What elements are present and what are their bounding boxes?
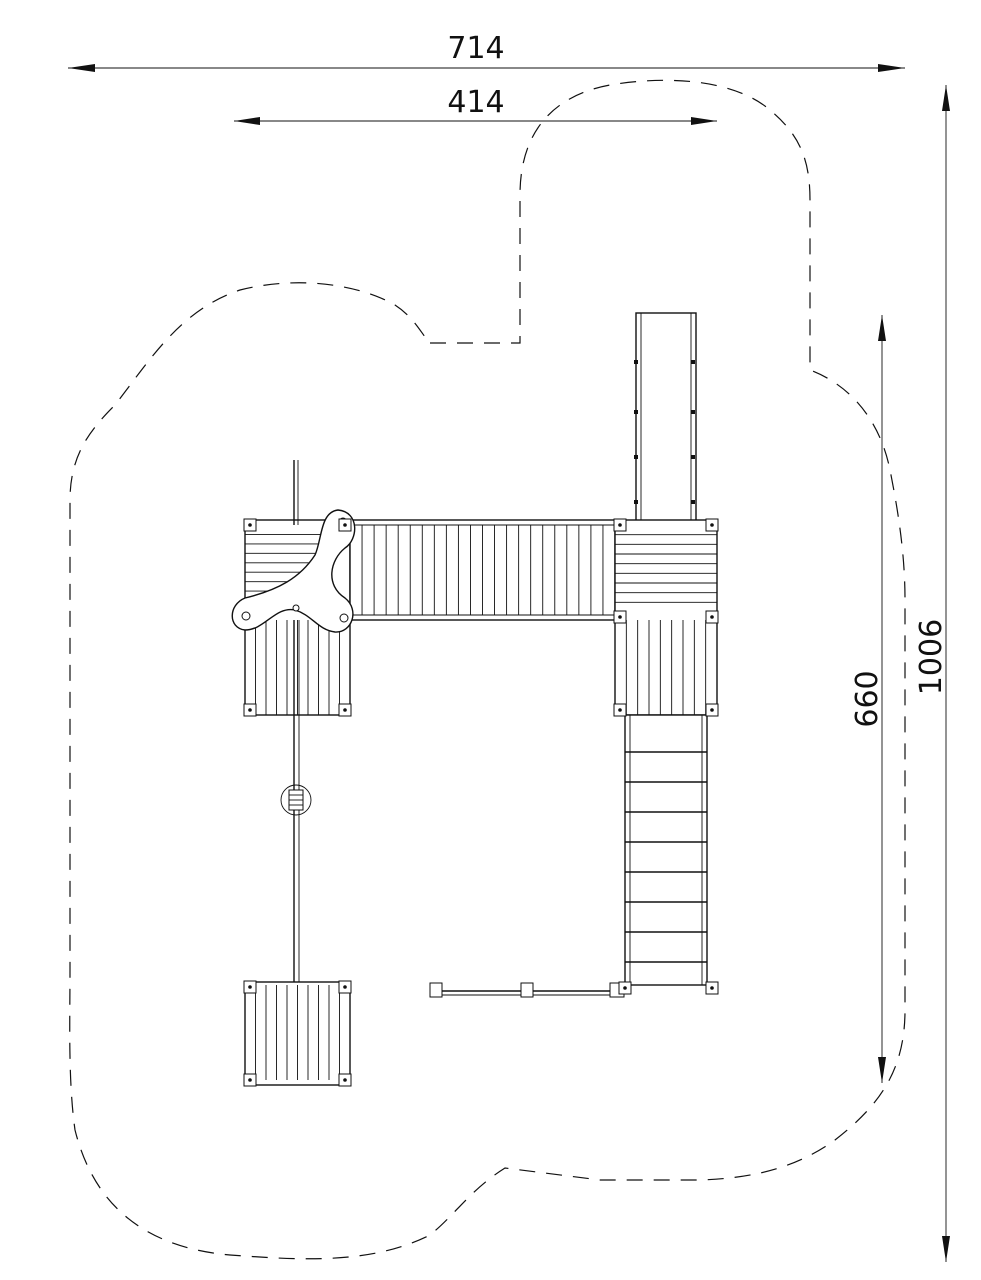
bolt-icon [634, 360, 638, 364]
bolt-icon [710, 615, 714, 619]
arrow-head-icon [942, 85, 950, 111]
dimension-label-structure-height: 660 [850, 670, 885, 727]
bolt-icon [618, 708, 622, 712]
bolt-icon [343, 523, 347, 527]
bolt-icon [634, 410, 638, 414]
bolt-icon [343, 708, 347, 712]
dimension-label-overall-height: 1006 [914, 619, 949, 695]
bolt-icon [343, 1078, 347, 1082]
bolt-icon [710, 523, 714, 527]
trolley-icon [280, 784, 312, 816]
arrow-head-icon [942, 1236, 950, 1262]
bolt-icon [343, 985, 347, 989]
slide [634, 312, 697, 524]
balance-beam [429, 982, 625, 998]
dimension-label-overall-width: 714 [447, 31, 504, 66]
arrow-head-icon [878, 315, 886, 341]
bolt-icon [618, 615, 622, 619]
bolt-icon [691, 455, 695, 459]
post-icon [520, 982, 534, 998]
bridge [349, 519, 616, 621]
bolt-icon [691, 410, 695, 414]
end-platform [244, 981, 351, 1086]
bolt-icon [248, 708, 252, 712]
bolt-icon [248, 985, 252, 989]
bolt-icon [248, 1078, 252, 1082]
arrow-head-icon [878, 1057, 886, 1083]
bolt-icon [618, 523, 622, 527]
dimension-overall-width: 714 [68, 31, 905, 72]
bolt-icon [710, 986, 714, 990]
propeller-panel [231, 509, 356, 633]
dimension-label-inner-width: 414 [447, 85, 504, 120]
post-icon [429, 982, 443, 998]
right-platform [614, 519, 718, 716]
arrow-head-icon [68, 64, 95, 72]
bolt-icon [691, 500, 695, 504]
dimension-inner-width: 414 [234, 85, 717, 125]
bolt-icon [623, 986, 627, 990]
bolt-icon [634, 500, 638, 504]
arrow-head-icon [234, 117, 260, 125]
bolt-icon [292, 604, 300, 612]
dimension-overall-height: 1006 [914, 85, 950, 1262]
safety-zone-outline [69, 79, 906, 1260]
bolt-icon [634, 455, 638, 459]
bolt-icon [339, 613, 349, 623]
dimension-structure-height: 660 [850, 315, 886, 1083]
arrow-head-icon [878, 64, 905, 72]
bolt-icon [248, 523, 252, 527]
bolt-icon [241, 611, 251, 621]
climbing-ladder [624, 714, 708, 986]
bolt-icon [710, 708, 714, 712]
arrow-head-icon [691, 117, 717, 125]
bolt-icon [691, 360, 695, 364]
